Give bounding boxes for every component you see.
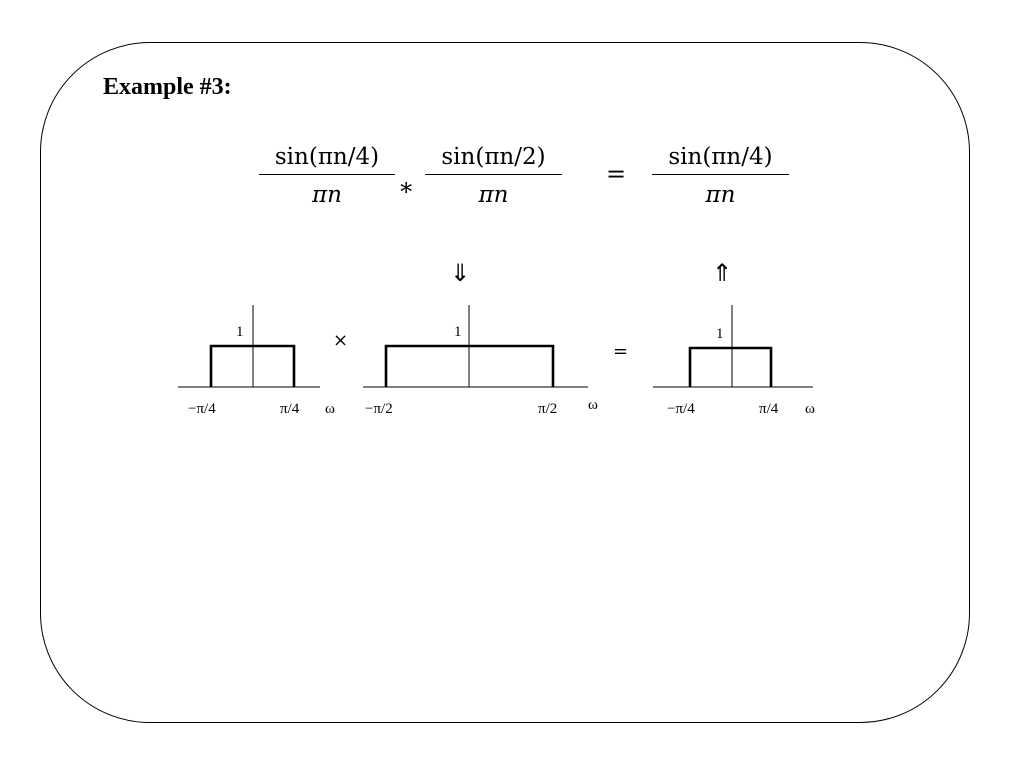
right-edge-label: π/4 <box>759 401 779 417</box>
down-double-arrow-icon: ⇓ <box>450 259 471 287</box>
spectrum-plot-1: 1 −π/4 π/4 ω <box>178 305 335 417</box>
equation-equals-sign: = <box>606 160 627 188</box>
convolution-operator: ∗ <box>398 173 415 201</box>
rect-pulse <box>209 344 296 387</box>
left-edge-label: −π/2 <box>365 401 393 417</box>
multiply-operator: × <box>333 330 349 351</box>
omega-axis-label: ω <box>588 397 598 413</box>
fraction-numerator: sin(πn/2) <box>425 144 562 175</box>
fraction-result: sin(πn/4) πn <box>652 144 789 208</box>
height-label: 1 <box>716 326 724 342</box>
slide-frame <box>40 42 970 723</box>
right-edge-label: π/2 <box>538 401 557 417</box>
height-label: 1 <box>236 324 244 340</box>
height-label: 1 <box>454 324 462 340</box>
up-double-arrow-icon: ⇑ <box>712 259 733 287</box>
left-edge-label: −π/4 <box>667 401 695 417</box>
fraction-denominator: πn <box>705 182 736 208</box>
fraction-sin-pi-n-over-4: sin(πn/4) πn <box>259 144 395 208</box>
fraction-numerator: sin(πn/4) <box>652 144 789 175</box>
spectrum-plot-3: 1 −π/4 π/4 ω <box>653 305 815 417</box>
rect-pulse <box>688 346 773 387</box>
right-edge-label: π/4 <box>280 401 300 417</box>
left-edge-label: −π/4 <box>188 401 216 417</box>
slide-title: Example #3: <box>103 74 232 100</box>
spectrum-plot-2: 1 −π/2 π/2 ω <box>363 305 598 417</box>
fraction-sin-pi-n-over-2: sin(πn/2) πn <box>425 144 562 208</box>
plots-equals-sign: = <box>613 341 629 362</box>
fraction-denominator: πn <box>312 182 342 208</box>
rect-pulse <box>384 344 555 387</box>
omega-axis-label: ω <box>325 401 335 417</box>
fraction-denominator: πn <box>478 182 509 208</box>
fraction-numerator: sin(πn/4) <box>259 144 395 175</box>
omega-axis-label: ω <box>805 401 815 417</box>
